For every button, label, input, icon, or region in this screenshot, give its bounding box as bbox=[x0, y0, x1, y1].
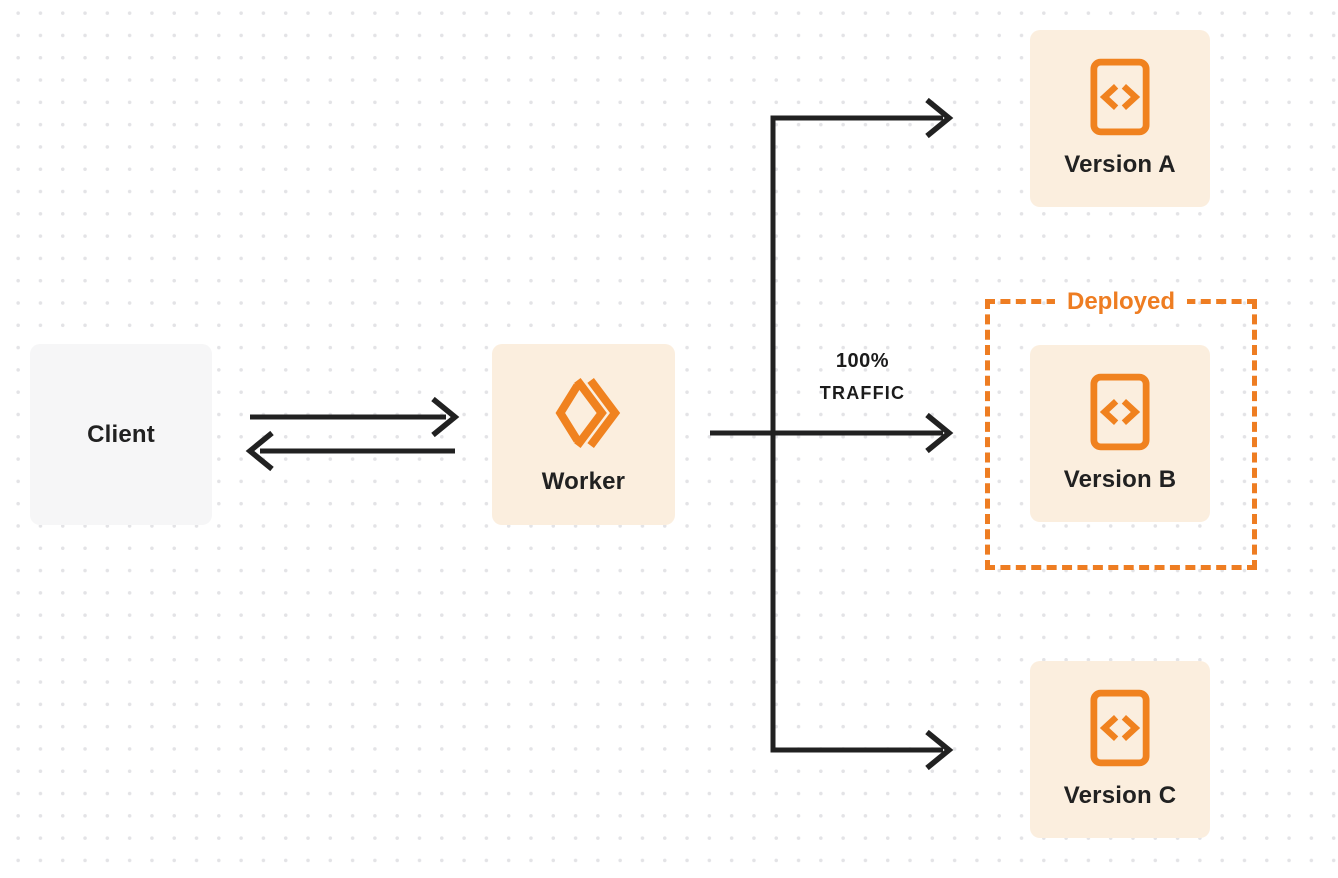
version-a-label: Version A bbox=[1064, 151, 1176, 178]
branch-arrow-version-a bbox=[770, 97, 954, 139]
traffic-percent-text: 100% bbox=[835, 350, 890, 372]
client-label: Client bbox=[87, 420, 155, 448]
deployed-label: Deployed bbox=[1054, 288, 1188, 315]
client-node: Client bbox=[30, 344, 212, 525]
code-file-icon bbox=[1090, 373, 1150, 451]
version-a-node: Version A bbox=[1030, 30, 1210, 207]
code-file-icon bbox=[1090, 689, 1150, 767]
workers-logo-icon bbox=[547, 376, 621, 450]
code-file-icon bbox=[1090, 58, 1150, 136]
version-b-label: Version B bbox=[1063, 466, 1177, 493]
worker-to-client-arrow bbox=[245, 430, 455, 472]
worker-label: Worker bbox=[541, 467, 626, 495]
version-b-node: Version B bbox=[1030, 345, 1210, 522]
traffic-label: 100% TRAFFIC bbox=[780, 350, 945, 404]
traffic-word-text: TRAFFIC bbox=[819, 383, 906, 403]
worker-traffic-arrow bbox=[710, 412, 954, 454]
client-to-worker-arrow bbox=[250, 396, 460, 438]
deployed-group-box: Deployed bbox=[985, 288, 1257, 570]
version-c-label: Version C bbox=[1063, 782, 1177, 809]
branch-arrow-version-c bbox=[770, 729, 954, 771]
worker-node: Worker bbox=[492, 344, 675, 525]
version-c-node: Version C bbox=[1030, 661, 1210, 838]
